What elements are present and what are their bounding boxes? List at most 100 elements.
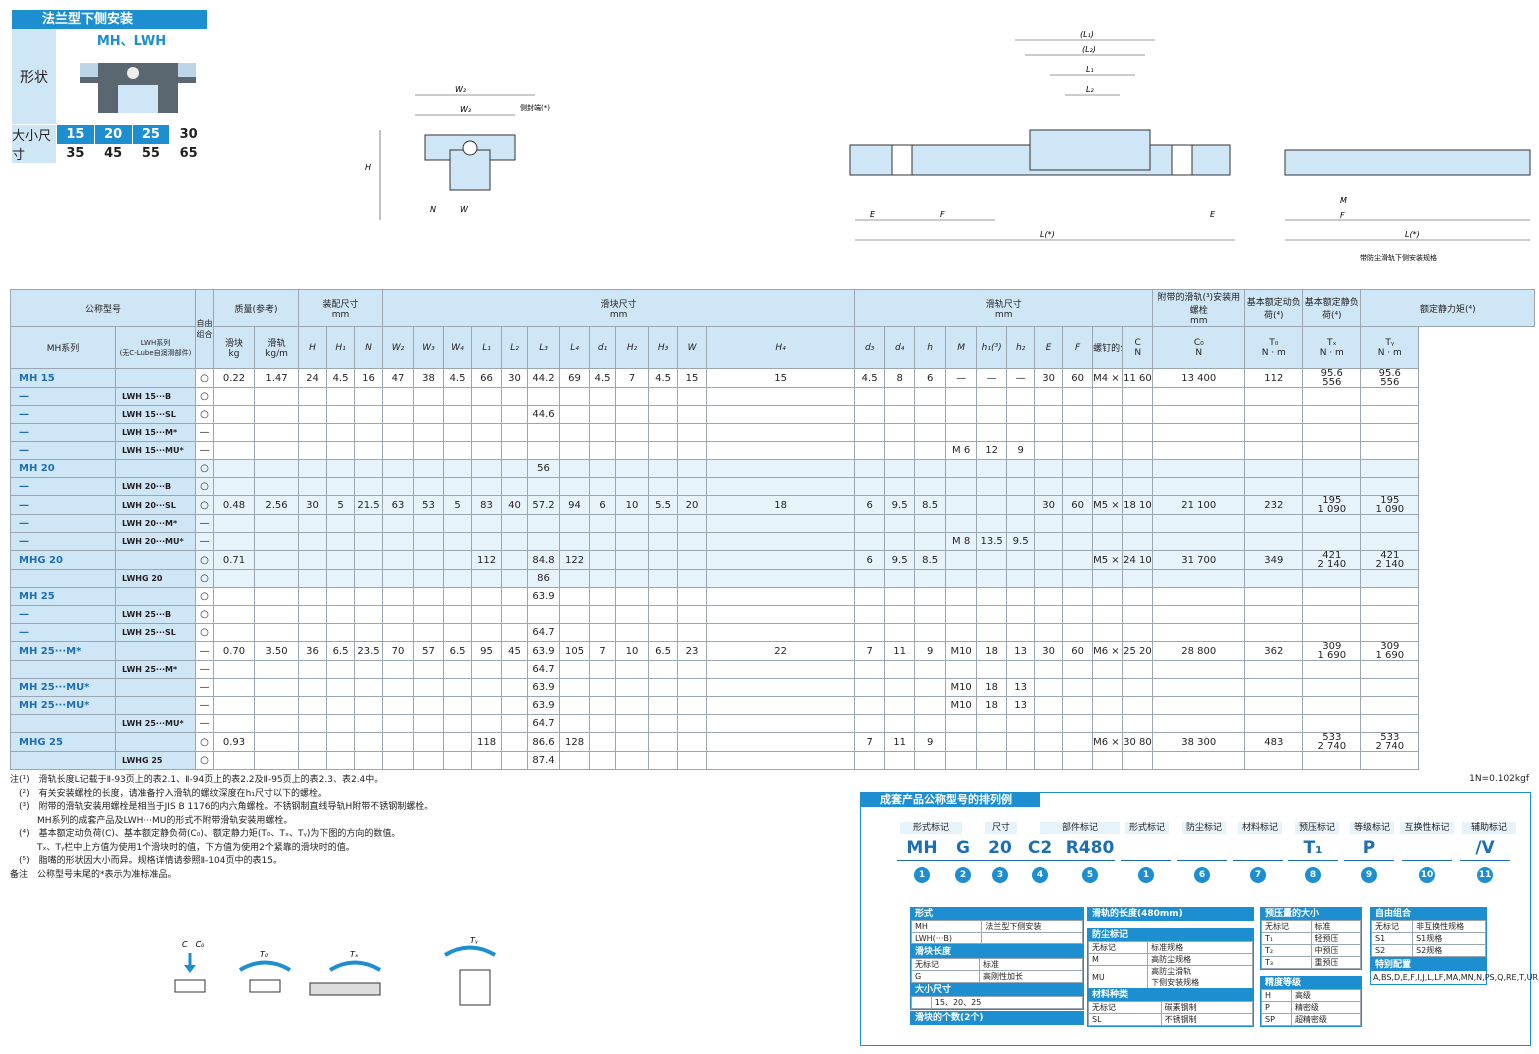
cell-h <box>298 387 328 406</box>
header-col-3: W₂ <box>382 326 415 369</box>
cell-l3 <box>527 532 561 551</box>
cell-h1 <box>326 678 356 697</box>
cell-h1 <box>976 550 1008 570</box>
header-col-19: h₁(³) <box>976 326 1008 369</box>
cell-l2: 45 <box>501 641 529 661</box>
cell-w <box>677 660 708 679</box>
mass-rail <box>254 477 300 496</box>
cell-h2 <box>1006 459 1036 478</box>
cell-l4 <box>559 477 591 496</box>
cell-f <box>1062 660 1094 679</box>
cell-h1 <box>976 660 1008 679</box>
cell-l4: 94 <box>559 495 591 515</box>
ordering-num-7: 7 <box>1250 867 1266 883</box>
header-col-9: L₄ <box>559 326 591 369</box>
cell-tx <box>1302 678 1362 697</box>
selflube-mark: ○ <box>195 477 215 496</box>
size-label: 大小尺寸 <box>12 125 56 163</box>
svg-text:T₀: T₀ <box>260 950 269 959</box>
cell-h1 <box>976 387 1008 406</box>
cell-e <box>1034 605 1064 624</box>
cell-t0 <box>1244 696 1304 715</box>
cell-w3 <box>413 532 445 551</box>
cell-ty <box>1360 477 1420 496</box>
mass-block <box>213 587 256 606</box>
cell-h1: 18 <box>976 678 1008 697</box>
cell-c <box>1122 587 1154 606</box>
cell-f <box>1062 569 1094 588</box>
cell-h2: — <box>1006 368 1036 388</box>
cell-h1 <box>326 751 356 770</box>
cell-e <box>1034 477 1064 496</box>
cell-e: 30 <box>1034 368 1064 388</box>
cell-ty <box>1360 587 1420 606</box>
cell-h1: 4.5 <box>326 368 356 388</box>
cell-c0: 31 700 <box>1152 550 1246 570</box>
cell-l3: 86.6 <box>527 732 561 752</box>
cell-h4 <box>706 623 856 642</box>
ordering-head-7: 等级标记 <box>1350 822 1394 834</box>
cell-h3 <box>648 587 679 606</box>
cell-bolt <box>1092 696 1124 715</box>
cell-l1: 112 <box>471 550 503 570</box>
cell-d1 <box>589 459 617 478</box>
cell-w3 <box>413 623 445 642</box>
cell-h <box>914 714 947 733</box>
cell-tx <box>1302 423 1362 442</box>
cell-w4 <box>443 387 473 406</box>
cell-l4 <box>559 569 591 588</box>
cell-f <box>1062 714 1094 733</box>
cell-bolt: M5 × 18 <box>1092 495 1124 515</box>
cell-d4: 11 <box>884 641 916 661</box>
cell-h1: 12 <box>976 441 1008 460</box>
cell-h1 <box>326 660 356 679</box>
cell-w3 <box>413 550 445 570</box>
cell-l3 <box>527 441 561 460</box>
cell-h4 <box>706 405 856 424</box>
cell-h3 <box>648 714 679 733</box>
cell-h4 <box>706 732 856 752</box>
legend-cell: 中预压 <box>1310 944 1361 957</box>
mass-block <box>213 623 256 642</box>
cell-d3 <box>854 569 886 588</box>
cell-w <box>677 532 708 551</box>
cell-w3 <box>413 678 445 697</box>
cell-bolt <box>1092 605 1124 624</box>
ordering-head-3: 形式标记 <box>1125 822 1169 834</box>
footnote-0: 注(¹) 滑轨长度L记载于Ⅱ-93页上的表2.1、Ⅱ-94页上的表2.2及Ⅱ-9… <box>10 775 384 785</box>
cell-h <box>298 441 328 460</box>
cell-h4 <box>706 696 856 715</box>
model-mh: MHG 25 <box>10 732 116 752</box>
legend-cell: 法兰型下侧安装 <box>981 920 1083 933</box>
cell-h4 <box>706 751 856 770</box>
cell-h1 <box>976 732 1008 752</box>
model-mh: — <box>10 423 116 442</box>
legend-4: 滑块的个数(2个) <box>910 1011 1084 1025</box>
model-mh: MH 25···MU* <box>10 696 116 715</box>
cell-h1: — <box>976 368 1008 388</box>
cell-tx <box>1302 477 1362 496</box>
cell-c0 <box>1152 678 1246 697</box>
cell-h <box>914 423 947 442</box>
cell-h2: 10 <box>615 495 650 515</box>
cell-e <box>1034 441 1064 460</box>
legend-title: 滑轨的长度(480mm) <box>1088 908 1253 920</box>
cell-w2 <box>382 514 415 533</box>
legend-cell: P <box>1261 1001 1292 1014</box>
cell-e <box>1034 732 1064 752</box>
cell-h4: 22 <box>706 641 856 661</box>
cell-w3: 53 <box>413 495 445 515</box>
cell-ty <box>1360 678 1420 697</box>
cell-bolt: M6 × 22 <box>1092 732 1124 752</box>
cell-m <box>945 587 978 606</box>
cell-h1 <box>326 587 356 606</box>
legend-cell: 标准 <box>1310 920 1361 933</box>
cell-d3: 4.5 <box>854 368 886 388</box>
cell-t0: 483 <box>1244 732 1304 752</box>
legend-cell: 超精密级 <box>1290 1013 1362 1026</box>
cell-d1 <box>589 696 617 715</box>
cell-d4 <box>884 405 916 424</box>
cell-l2 <box>501 532 529 551</box>
